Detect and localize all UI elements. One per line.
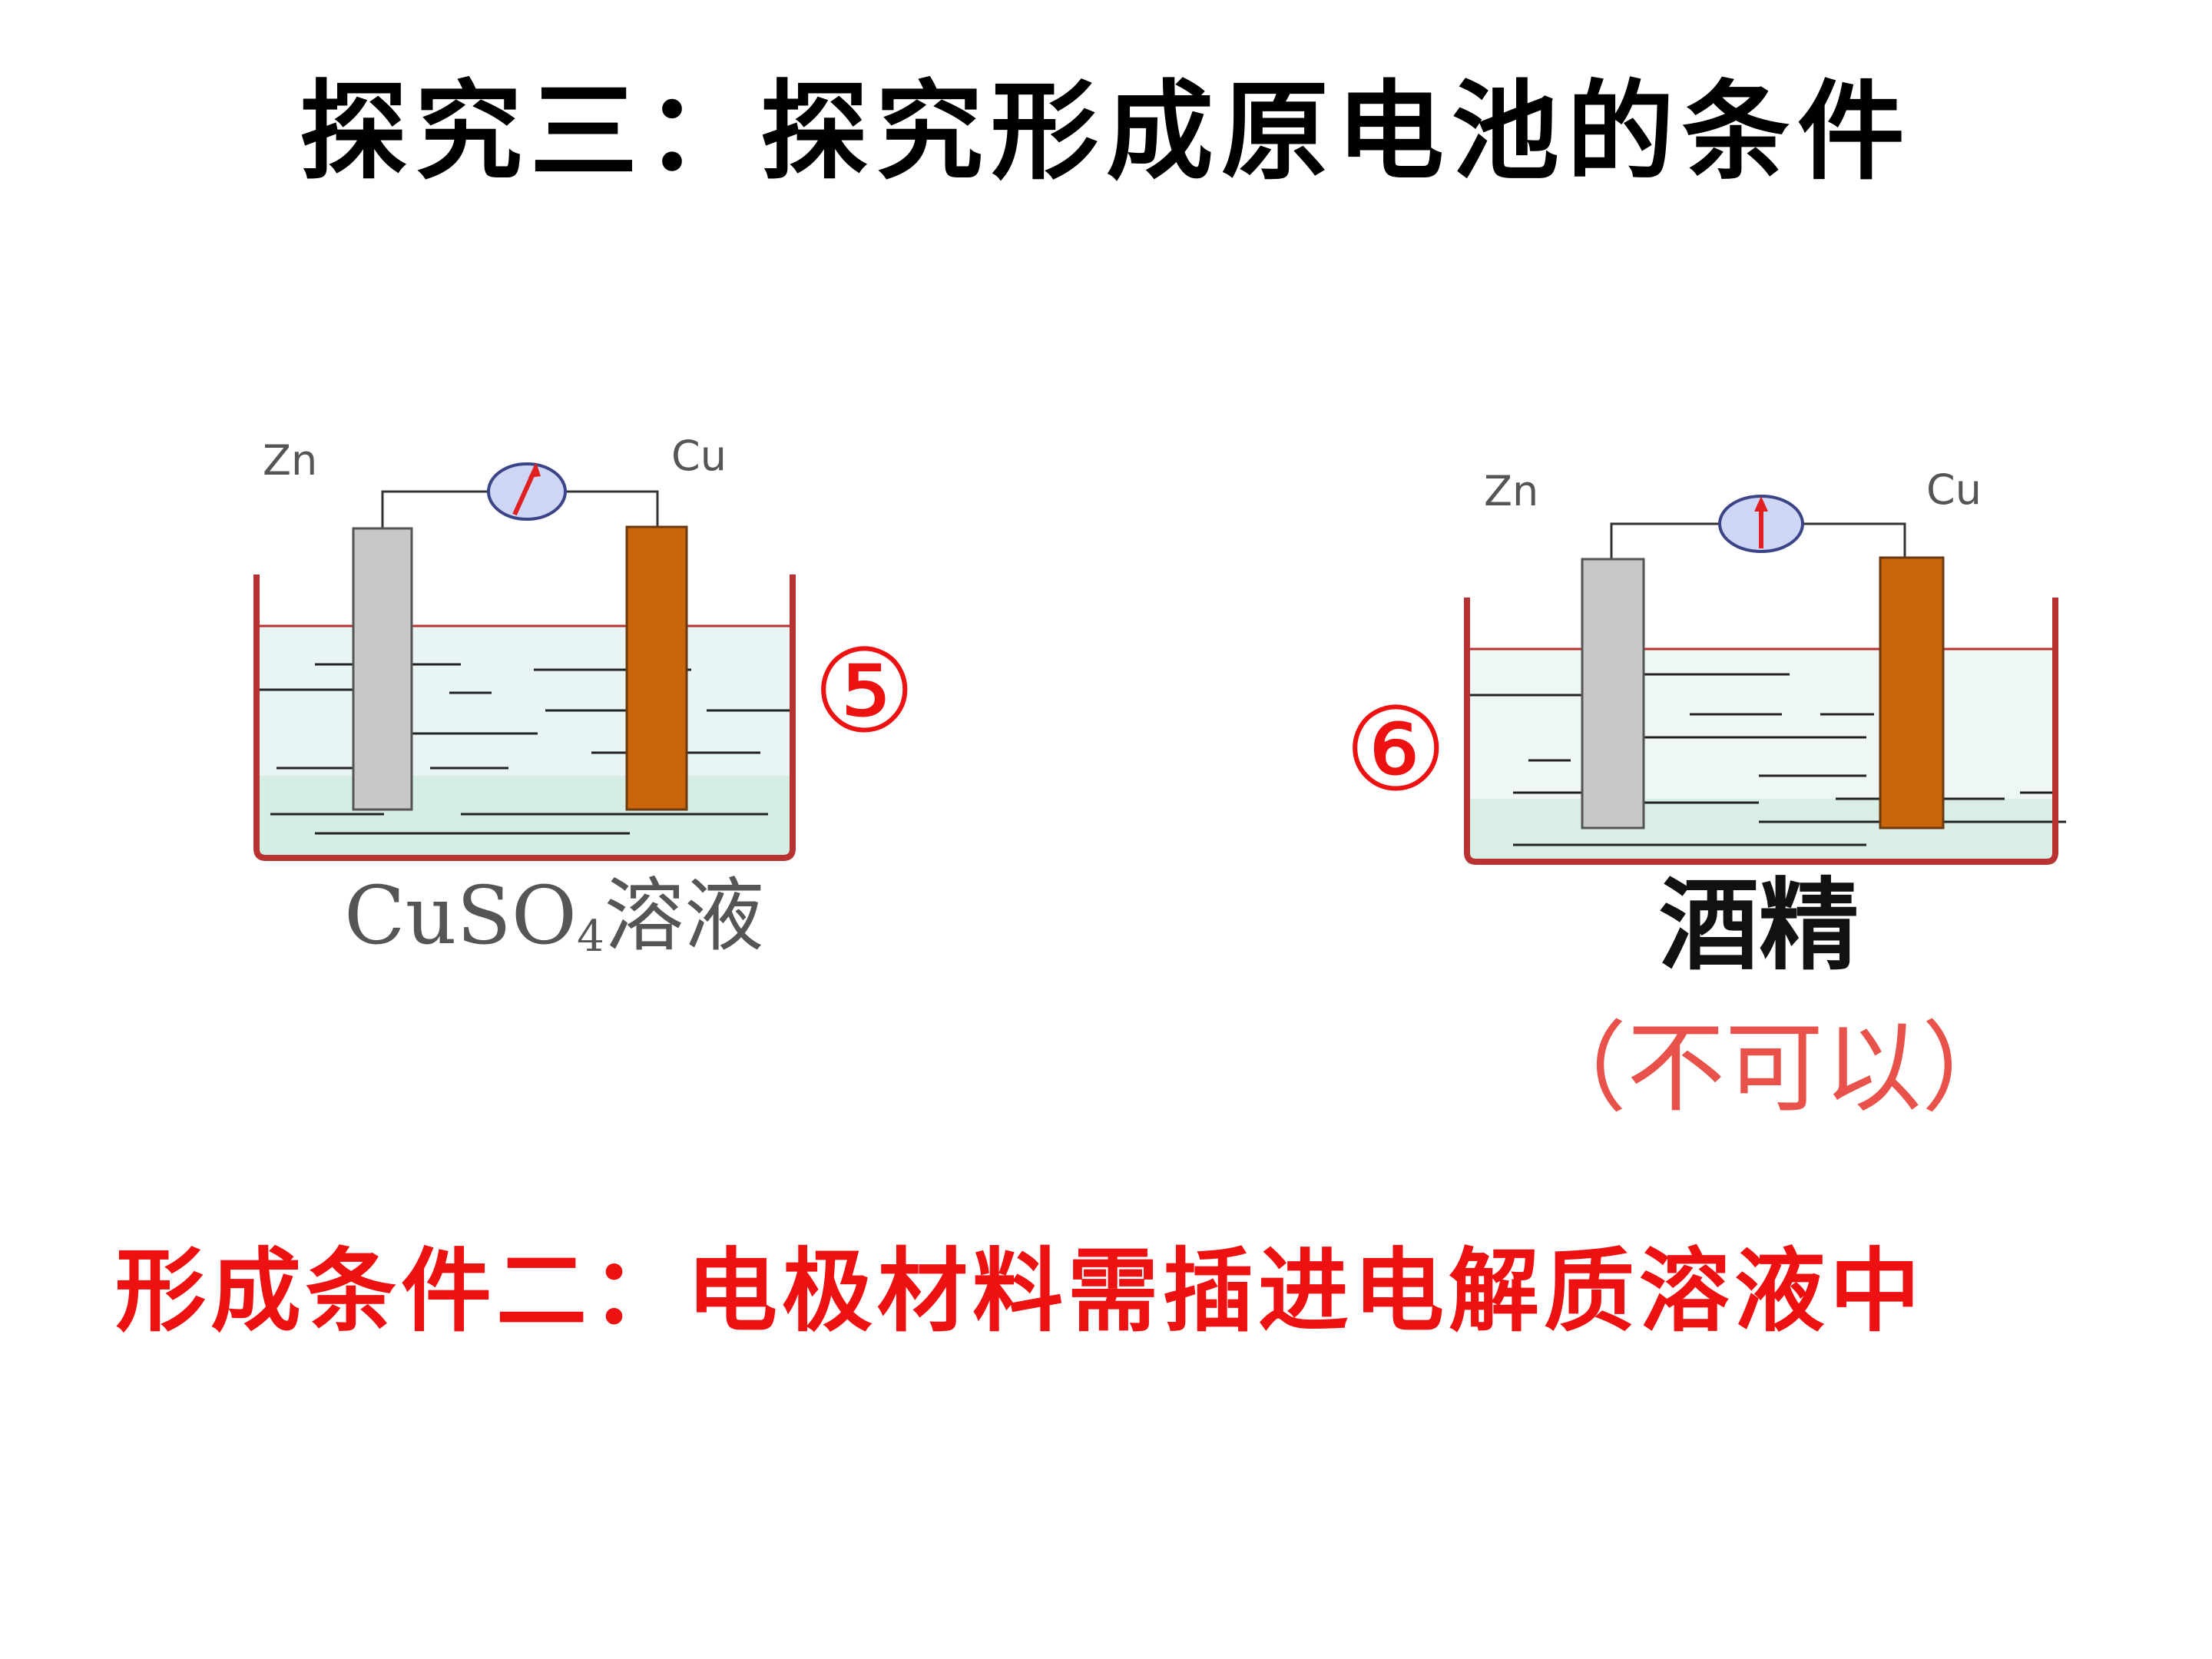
wire [1610, 522, 1906, 561]
verdict-label: （不可以） [1528, 1012, 2021, 1126]
copper-electrode [1879, 556, 1945, 830]
copper-electrode [625, 525, 688, 811]
slide-title: 探究三：探究形成原电池的条件 [299, 69, 1912, 195]
zinc-electrode [352, 527, 413, 811]
cell-5-diagram: Zn Cu ⑤ [253, 432, 916, 861]
cell-6-diagram: Zn Cu ⑥ [1344, 465, 2066, 865]
beaker [1464, 598, 2058, 865]
conclusion-text: 形成条件二：电极材料需插进电解质溶液中 [115, 1237, 1926, 1344]
electrode-label-cu: Cu [1926, 465, 1982, 514]
electrode-label-zn: Zn [1484, 467, 1538, 515]
electrode-label-cu: Cu [671, 432, 727, 480]
galvanometer-icon [487, 462, 567, 521]
electrode-label-zn: Zn [263, 436, 317, 485]
zinc-electrode [1581, 558, 1645, 830]
beaker [253, 575, 796, 861]
solution-label-alcohol: 酒精 [1659, 866, 1859, 984]
cell-number: ⑥ [1344, 684, 1447, 817]
galvanometer-icon [1718, 495, 1804, 553]
wire [381, 490, 659, 530]
cell-number: ⑤ [813, 625, 916, 759]
solution-label-cuso4: CuSO4溶液 [344, 869, 764, 962]
